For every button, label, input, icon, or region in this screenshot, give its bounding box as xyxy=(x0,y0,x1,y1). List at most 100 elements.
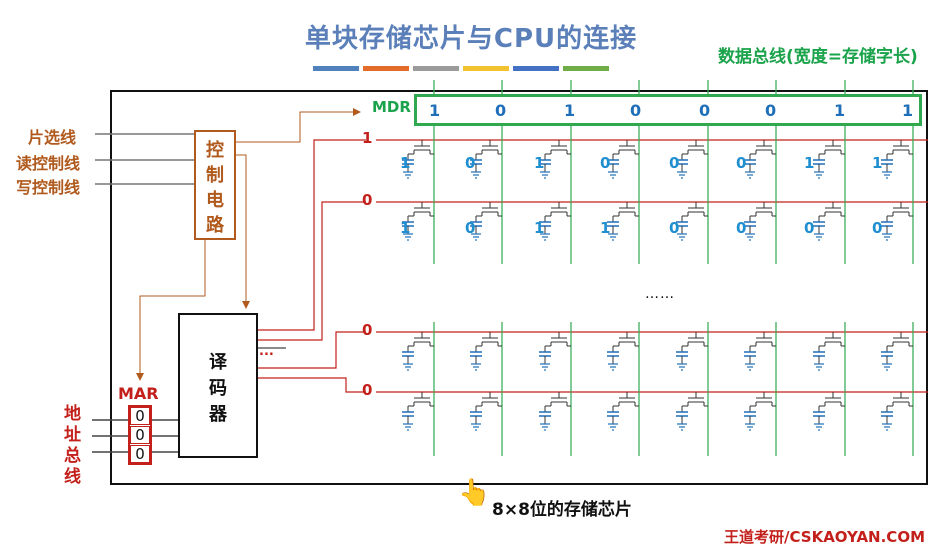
memory-cells xyxy=(402,140,913,431)
mdr-bit-0: 1 xyxy=(429,101,441,120)
row-select-2: 0 xyxy=(362,321,373,339)
memory-cell xyxy=(539,140,571,179)
decoder: 译 码 器 xyxy=(178,313,258,458)
pointing-hand-icon: 👆 xyxy=(458,478,491,508)
memory-cell xyxy=(744,140,776,179)
control-circuit-char-1: 控 xyxy=(206,140,224,161)
memory-cell xyxy=(813,392,845,431)
memory-cell xyxy=(813,202,845,241)
memory-cell xyxy=(539,392,571,431)
cell-value-r1-c0: 1 xyxy=(400,219,411,237)
memory-cell xyxy=(676,202,708,241)
memory-cell xyxy=(607,202,639,241)
memory-cell xyxy=(539,332,571,371)
cell-value-r0-c3: 0 xyxy=(600,154,611,172)
mar-label: MAR xyxy=(118,384,159,403)
memory-cell xyxy=(676,332,708,371)
memory-cell xyxy=(470,202,502,241)
mdr-bit-7: 1 xyxy=(902,101,914,120)
rows-ellipsis: …… xyxy=(645,286,675,302)
mar-bit-1: 0 xyxy=(130,426,150,444)
mar-register: 0 0 0 xyxy=(128,405,152,465)
decoder-ellipsis: ... xyxy=(259,344,274,359)
cell-value-r0-c0: 1 xyxy=(400,154,411,172)
color-bar-2 xyxy=(363,66,409,71)
color-bar-3 xyxy=(413,66,459,71)
diagram-frame xyxy=(110,90,928,485)
cell-value-r1-c1: 0 xyxy=(465,219,476,237)
memory-cell xyxy=(470,392,502,431)
color-bar-5 xyxy=(513,66,559,71)
address-bus-char-3: 总 xyxy=(64,446,81,466)
memory-cell xyxy=(607,140,639,179)
memory-cell xyxy=(744,202,776,241)
page-title: 单块存储芯片与CPU的连接 xyxy=(304,24,638,54)
mdr-bit-3: 0 xyxy=(630,101,642,120)
memory-cell xyxy=(402,202,434,241)
cell-value-r1-c7: 0 xyxy=(872,219,883,237)
cell-value-r1-c3: 1 xyxy=(600,219,611,237)
memory-cell xyxy=(676,392,708,431)
address-bus-char-2: 址 xyxy=(64,425,81,445)
memory-cell xyxy=(881,140,913,179)
cell-value-r0-c7: 1 xyxy=(872,154,883,172)
color-bar-6 xyxy=(563,66,609,71)
cell-value-r0-c1: 0 xyxy=(465,154,476,172)
mdr-label: MDR xyxy=(372,98,411,116)
memory-cell xyxy=(539,202,571,241)
memory-cell xyxy=(744,332,776,371)
decoder-char-3: 器 xyxy=(209,404,227,425)
memory-cell xyxy=(881,202,913,241)
read-control-label: 读控制线 xyxy=(16,154,81,173)
mdr-bit-1: 0 xyxy=(495,101,507,120)
address-bus-char-1: 地 xyxy=(64,404,81,424)
cell-value-r1-c4: 0 xyxy=(669,219,680,237)
memory-cell xyxy=(676,140,708,179)
memory-cell xyxy=(470,140,502,179)
address-bus-char-4: 线 xyxy=(64,467,81,487)
color-bar-4 xyxy=(463,66,509,71)
control-circuit: 控 制 电 路 xyxy=(194,130,236,240)
row-select-0: 1 xyxy=(362,129,373,147)
memory-cell xyxy=(607,332,639,371)
decoder-char-1: 译 xyxy=(209,352,227,373)
color-bar-1 xyxy=(313,66,359,71)
row-select-3: 0 xyxy=(362,381,373,399)
cell-value-r0-c6: 1 xyxy=(804,154,815,172)
mar-bit-2: 0 xyxy=(130,445,150,463)
mdr-bit-2: 1 xyxy=(564,101,576,120)
cell-value-r0-c4: 0 xyxy=(669,154,680,172)
memory-cell xyxy=(607,392,639,431)
row-select-1: 0 xyxy=(362,191,373,209)
cell-value-r1-c6: 0 xyxy=(804,219,815,237)
chip-select-label: 片选线 xyxy=(28,128,77,147)
decoder-char-2: 码 xyxy=(209,378,227,399)
control-circuit-char-4: 路 xyxy=(206,215,224,236)
mdr-register: 1 0 1 0 0 0 1 1 xyxy=(414,94,922,126)
mar-bit-0: 0 xyxy=(130,407,150,425)
cell-value-r0-c2: 1 xyxy=(534,154,545,172)
mdr-bit-5: 0 xyxy=(765,101,777,120)
mdr-bit-6: 1 xyxy=(834,101,846,120)
memory-cell xyxy=(813,140,845,179)
cell-value-r1-c5: 0 xyxy=(736,219,747,237)
cell-value-r0-c5: 0 xyxy=(736,154,747,172)
watermark: 王道考研/CSKAOYAN.COM xyxy=(724,528,925,546)
address-bus-label: 地 址 总 线 xyxy=(64,404,82,488)
memory-cell xyxy=(881,392,913,431)
write-control-label: 写控制线 xyxy=(16,178,81,197)
memory-cell xyxy=(402,140,434,179)
memory-cell xyxy=(881,332,913,371)
memory-cell xyxy=(402,392,434,431)
data-bus-label: 数据总线(宽度=存储字长) xyxy=(718,47,918,67)
chip-caption: 8×8位的存储芯片 xyxy=(492,500,632,520)
memory-cell xyxy=(470,332,502,371)
control-circuit-char-2: 制 xyxy=(206,165,224,186)
memory-cell xyxy=(744,392,776,431)
cell-value-r1-c2: 1 xyxy=(534,219,545,237)
memory-cell xyxy=(402,332,434,371)
control-circuit-char-3: 电 xyxy=(206,190,224,211)
memory-cell xyxy=(813,332,845,371)
mdr-bit-4: 0 xyxy=(699,101,711,120)
